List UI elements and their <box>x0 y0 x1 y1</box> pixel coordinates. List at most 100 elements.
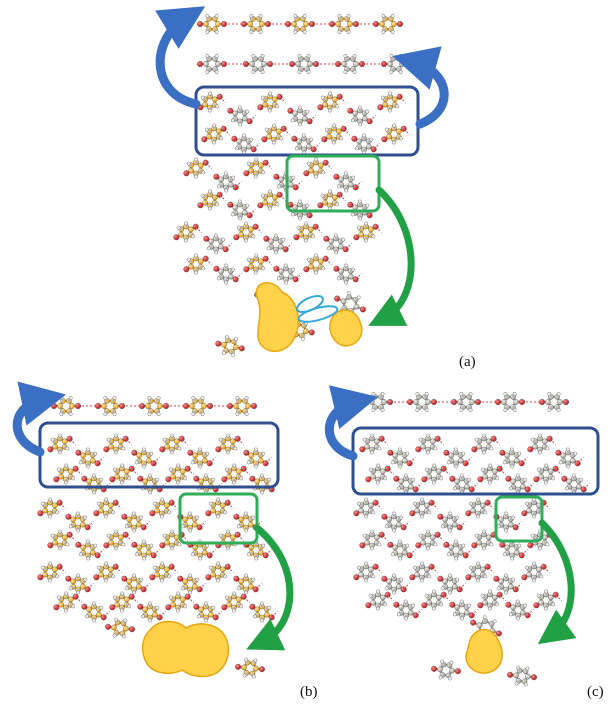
carbon-atom <box>368 566 374 573</box>
hydrogen-atom <box>221 351 226 355</box>
hydrogen-atom <box>204 127 209 132</box>
hydrogen-atom <box>121 542 126 547</box>
oxygen-atom <box>317 104 324 111</box>
hydrogen-atom <box>148 618 153 623</box>
hydrogen-bond-dashed-line-icon <box>387 468 395 476</box>
hydrogen-atom <box>84 614 89 619</box>
hydrogen-atom <box>371 510 376 515</box>
hydrogen-atom <box>242 673 247 678</box>
hydrogen-atom <box>260 95 265 100</box>
hydrogen-atom <box>175 608 180 613</box>
carbon-atom <box>124 468 130 475</box>
carbon-atom <box>379 21 385 27</box>
carbon-atom <box>152 611 158 618</box>
hydrogen-atom <box>149 543 154 548</box>
carbon-atom <box>170 601 176 608</box>
hydrogen-atom <box>539 574 544 579</box>
carbon-atom <box>392 452 398 459</box>
hydrogen-atom <box>160 561 165 566</box>
oxygen-atom <box>205 510 212 517</box>
carbon-atom <box>454 604 460 611</box>
hydrogen-atom <box>244 528 249 533</box>
hydrogen-atom <box>155 605 160 610</box>
hydrogen-atom <box>291 175 296 180</box>
oxygen-atom <box>507 671 514 678</box>
oxygen-atom <box>317 202 324 209</box>
carbon-atom <box>80 521 86 528</box>
carbon-atom <box>302 115 308 122</box>
carbon-atom <box>203 61 209 67</box>
carbon-atom <box>392 544 398 551</box>
hydrogen-atom <box>48 497 53 502</box>
hydrogen-atom <box>273 233 278 238</box>
hydrogen-atom <box>253 658 258 663</box>
oxygen-atom <box>159 542 166 549</box>
hydrogen-atom <box>424 467 429 472</box>
carbon-atom <box>253 665 259 672</box>
hydrogen-atom <box>261 543 266 548</box>
hydrogen-atom <box>352 54 357 58</box>
oxygen-atom <box>221 476 228 483</box>
carbon-atom <box>218 176 224 183</box>
hydrogen-atom <box>111 574 116 579</box>
hydrogen-atom <box>398 70 403 74</box>
hydrogen-atom <box>489 446 494 451</box>
hydrogen-atom <box>427 510 432 515</box>
hydrogen-bond-dashed-line-icon <box>115 566 123 574</box>
carbon-atom <box>126 578 132 585</box>
hydrogen-atom <box>139 577 144 582</box>
carbon-atom <box>368 226 374 233</box>
hydrogen-atom <box>377 446 382 451</box>
panel-label-a: (a) <box>459 354 476 370</box>
carbon-atom <box>258 549 264 556</box>
carbon-atom <box>370 473 376 480</box>
hydrogen-atom <box>369 450 374 455</box>
hydrogen-atom <box>267 605 272 610</box>
green-curved-arrow-icon <box>368 186 415 326</box>
hydrogen-atom <box>293 30 298 34</box>
hydrogen-atom <box>344 280 349 285</box>
hydrogen-atom <box>104 497 109 502</box>
hydrogen-bond-dashed-line-icon <box>181 534 189 542</box>
hydrogen-atom <box>103 412 108 416</box>
hydrogen-atom <box>362 533 367 538</box>
hydrogen-atom <box>297 70 302 74</box>
hydrogen-atom <box>468 501 473 506</box>
carbon-atom <box>318 162 324 169</box>
carbon-atom <box>58 601 64 608</box>
hydrogen-atom <box>253 174 258 179</box>
hydrogen-atom <box>169 450 174 455</box>
hydrogen-atom <box>141 539 146 544</box>
hydrogen-atom <box>301 336 305 341</box>
hydrogen-atom <box>404 616 409 621</box>
hbond-ellipse <box>297 305 339 323</box>
hydrogen-atom <box>132 590 137 595</box>
oxygen-atom <box>37 574 44 581</box>
oxygen-atom <box>359 542 366 549</box>
hydrogen-bond-dashed-line-icon <box>375 566 383 574</box>
hydrogen-atom <box>75 511 80 516</box>
oxygen-atom <box>201 136 208 143</box>
hydrogen-bond-dashed-line-icon <box>471 482 479 490</box>
hydrogen-atom <box>246 460 251 465</box>
hydrogen-bond-dashed-line-icon <box>235 272 243 280</box>
hydrogen-atom <box>447 573 452 578</box>
carbon-atom <box>245 403 251 409</box>
hydrogen-atom <box>254 464 259 469</box>
hydrogen-atom <box>357 105 362 110</box>
carbon-atom <box>288 181 294 188</box>
hydrogen-atom <box>321 170 326 175</box>
carbon-atom <box>452 583 458 590</box>
hydrogen-atom <box>343 263 348 268</box>
hydrogen-atom <box>246 257 251 262</box>
hydrogen-atom <box>377 542 382 547</box>
hydrogen-atom <box>564 486 569 491</box>
hydrogen-bond-dashed-line-icon <box>199 520 207 528</box>
hydrogen-atom <box>191 396 196 400</box>
carbon-atom <box>202 457 208 464</box>
hydrogen-bond-dashed-line-icon <box>325 162 333 170</box>
carbon-atom <box>62 438 68 445</box>
hydrogen-atom <box>281 237 286 242</box>
hydrogen-atom <box>343 70 348 74</box>
hydrogen-atom <box>147 601 152 606</box>
